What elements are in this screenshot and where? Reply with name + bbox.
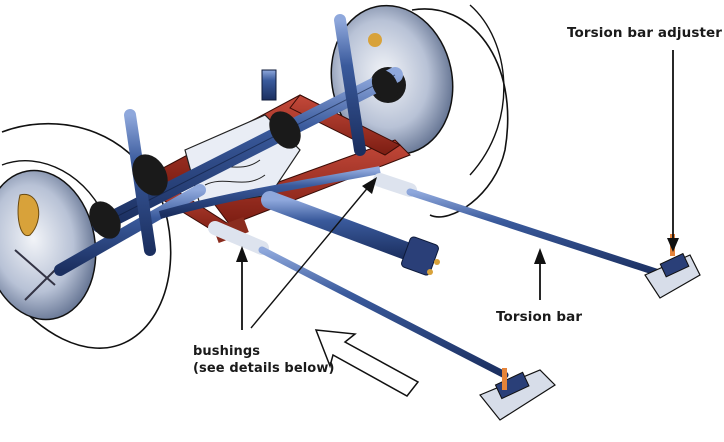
direction-arrow: [314, 329, 420, 397]
torsion-bar-pointer-arrow: [534, 248, 546, 300]
driveshaft: [261, 191, 440, 276]
bushings-label-line2: (see details below): [193, 361, 335, 376]
torsion-bar-far: [373, 173, 669, 279]
torsion-bar-label: Torsion bar: [496, 309, 583, 325]
torsion-adjuster-far: [644, 234, 701, 299]
torsion-adjuster-near: [479, 368, 556, 421]
bushing-pointer-arrow-1: [236, 246, 248, 330]
torsion-bar-adjuster-label: Torsion bar adjuster: [567, 25, 723, 41]
axles-and-arms: [54, 14, 403, 276]
bushing-pointer-arrow-2: [250, 177, 377, 329]
bushings-label-line1: bushings: [193, 344, 261, 359]
bushings-label: bushings (see details below): [193, 343, 335, 377]
torsion-bar-near: [208, 221, 509, 379]
adjuster-pointer-arrow: [667, 50, 679, 252]
